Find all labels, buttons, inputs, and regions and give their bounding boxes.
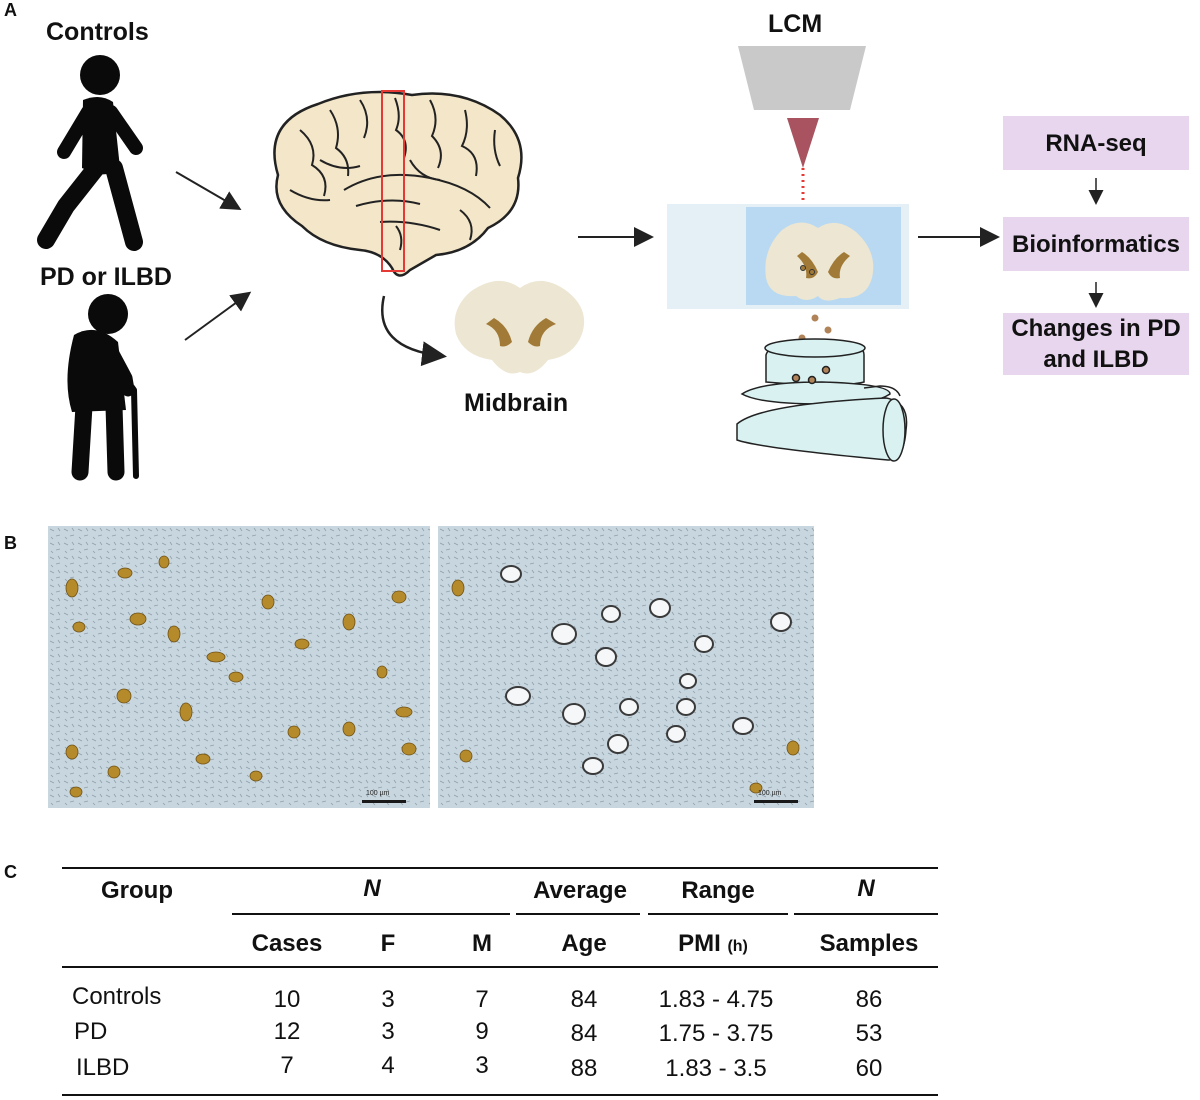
table-cell-age: 84 [570, 1020, 598, 1047]
brain-icon [273, 90, 523, 277]
header-m: M [472, 930, 492, 957]
table-cell-f: 4 [381, 1052, 395, 1079]
header-f: F [380, 930, 396, 957]
lcm-label: LCM [768, 10, 823, 38]
midbrain-icon [454, 280, 585, 374]
tube-icon [736, 397, 908, 461]
table-cell-samples: 53 [855, 1020, 883, 1047]
header-n: N [363, 875, 381, 902]
header-range: Range [681, 877, 755, 904]
table-bottom-rule [62, 1094, 938, 1096]
table-row-group: Controls [72, 983, 162, 1010]
lcm-apparatus [667, 46, 909, 462]
objective-icon [738, 46, 866, 110]
table-cell-samples: 60 [855, 1055, 883, 1082]
table-cell-f: 3 [381, 986, 395, 1013]
scale-bar-left-label: 100 µm [366, 790, 390, 797]
panel-label-c: C [4, 862, 17, 882]
rna-seq-box: RNA-seq [1003, 116, 1189, 170]
curved-arrow-to-midbrain [381, 295, 447, 367]
walking-person-icon [37, 55, 143, 251]
scale-bar-right-label: 100 µm [758, 790, 782, 797]
table-cell-pmi: 1.75 - 3.75 [658, 1020, 774, 1047]
midbrain-label: Midbrain [464, 389, 569, 417]
neurons-after-image [438, 526, 814, 808]
header-age: Age [561, 930, 607, 957]
header-pmi-label: PMI [678, 930, 721, 957]
pd-ilbd-label: PD or ILBD [40, 263, 172, 291]
arrow-controls-to-brain [175, 171, 242, 211]
panel-label-b: B [4, 533, 17, 553]
header-bottom-rule [62, 966, 938, 968]
scale-bar-right [754, 800, 798, 803]
tube-cap-icon [740, 338, 901, 406]
elderly-person-cane-icon [67, 294, 139, 481]
table-cell-m: 9 [475, 1018, 489, 1045]
table-row-group: ILBD [76, 1054, 130, 1081]
table-cell-f: 3 [381, 1018, 395, 1045]
laser-icon [787, 118, 819, 168]
table-cell-age: 84 [570, 986, 598, 1013]
table-cell-samples: 86 [855, 986, 883, 1013]
table-top-rule [62, 867, 938, 869]
rule-range [648, 913, 788, 915]
neurons-before-image [48, 526, 430, 808]
header-samples: Samples [819, 930, 919, 957]
panel-label-a: A [4, 0, 17, 20]
header-pmi-unit: (h) [727, 938, 748, 955]
arrow-pd-to-brain [184, 291, 252, 341]
table-row-group: PD [74, 1018, 108, 1045]
table-cell-pmi: 1.83 - 3.5 [665, 1055, 767, 1082]
rule-n [232, 913, 510, 915]
rule-samples [794, 913, 938, 915]
table-cell-cases: 12 [273, 1018, 301, 1045]
header-average: Average [533, 877, 627, 904]
micrograph-after-lcm: 100 µm [438, 526, 814, 808]
micrograph-before-lcm: 100 µm [48, 526, 430, 808]
controls-label: Controls [46, 18, 149, 46]
table-cell-m: 7 [475, 986, 489, 1013]
bioinformatics-box: Bioinformatics [1003, 217, 1189, 271]
table-cell-cases: 7 [280, 1052, 294, 1079]
section-highlight-box [381, 90, 405, 272]
header-n-samples: N [857, 875, 875, 902]
rule-average [516, 913, 640, 915]
header-cases: Cases [251, 930, 323, 957]
workflow-diagram [37, 46, 1104, 481]
header-pmi: PMI (h) [648, 930, 778, 958]
changes-box: Changes in PD and ILBD [1003, 313, 1189, 375]
table-cell-m: 3 [475, 1052, 489, 1079]
header-group: Group [101, 877, 173, 904]
table-cell-pmi: 1.83 - 4.75 [658, 986, 774, 1013]
scale-bar-left [362, 800, 406, 803]
table-cell-cases: 10 [273, 986, 301, 1013]
table-cell-age: 88 [570, 1055, 598, 1082]
